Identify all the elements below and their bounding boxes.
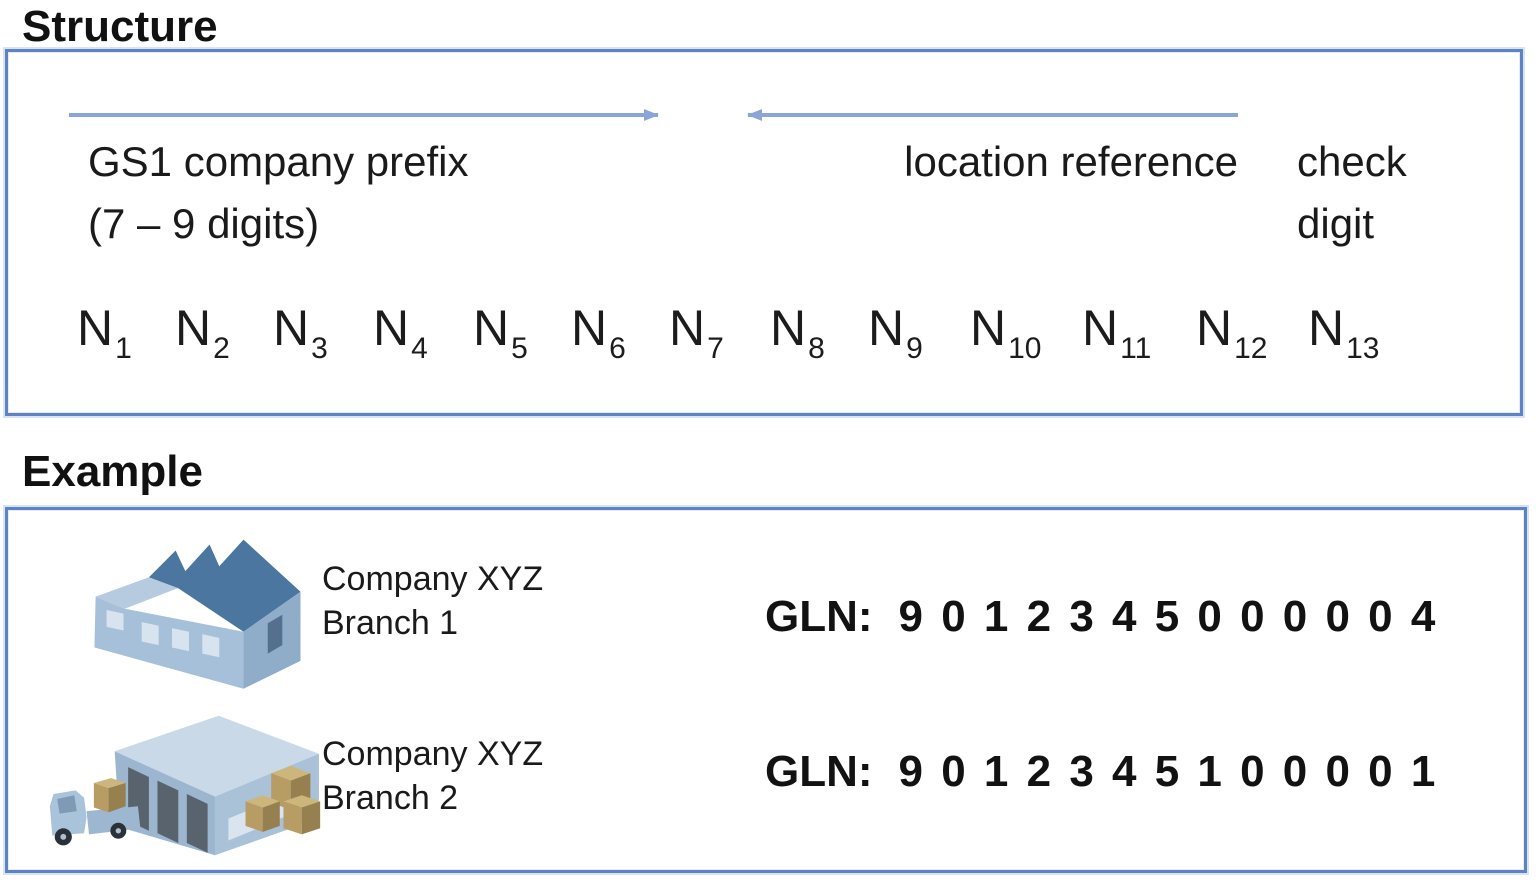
factory-side-window bbox=[267, 614, 283, 654]
check-digit-label: check digit bbox=[1297, 131, 1407, 255]
truck-cargo-box bbox=[93, 778, 126, 813]
digit-position-n13: N13 bbox=[1308, 300, 1380, 365]
company-prefix-label-line2: (7 – 9 digits) bbox=[88, 200, 320, 247]
truck-wheel-hub bbox=[60, 833, 67, 840]
digit-position-n6: N6 bbox=[571, 300, 626, 365]
truck bbox=[49, 778, 141, 846]
check-digit-label-line1: check bbox=[1297, 138, 1407, 185]
gln-row1-digits: 9 0 1 2 3 4 5 0 0 0 0 0 4 bbox=[898, 592, 1439, 641]
location-reference-label: location reference bbox=[904, 138, 1238, 185]
factory-wing-roof bbox=[95, 577, 179, 609]
gln-row1-label: GLN: bbox=[765, 592, 873, 641]
factory-window bbox=[172, 628, 189, 652]
company-prefix-label-line1: GS1 company prefix bbox=[88, 138, 469, 185]
warehouse-door bbox=[186, 794, 208, 853]
gln-row2-digits: 9 0 1 2 3 4 5 1 0 0 0 0 1 bbox=[898, 747, 1439, 796]
digit-position-n7: N7 bbox=[669, 300, 724, 365]
company-prefix-label: GS1 company prefix (7 – 9 digits) bbox=[88, 131, 469, 255]
structure-section-title: Structure bbox=[22, 2, 218, 51]
digit-position-n8: N8 bbox=[770, 300, 825, 365]
truck-window bbox=[57, 795, 77, 814]
warehouse-truck-icon bbox=[35, 706, 335, 870]
factory-window bbox=[141, 622, 159, 646]
factory-window bbox=[202, 634, 220, 658]
digit-position-n2: N2 bbox=[175, 300, 230, 365]
company-row1-branch: Branch 1 bbox=[322, 604, 459, 642]
digit-position-n1: N1 bbox=[77, 300, 132, 365]
gln-row1: GLN: 9 0 1 2 3 4 5 0 0 0 0 0 4 bbox=[765, 592, 1438, 642]
factory-sawtooth-roof bbox=[148, 539, 301, 632]
digit-position-n5: N5 bbox=[473, 300, 528, 365]
factory-front-wall bbox=[94, 596, 244, 689]
company-row2-name: Company XYZ bbox=[322, 735, 544, 773]
gln-row2-label: GLN: bbox=[765, 747, 873, 796]
cargo-box bbox=[283, 795, 321, 835]
segment-arrows bbox=[69, 109, 1238, 121]
factory-icon bbox=[68, 536, 316, 701]
digit-position-n4: N4 bbox=[373, 300, 428, 365]
gln-row2: GLN: 9 0 1 2 3 4 5 1 0 0 0 0 1 bbox=[765, 747, 1438, 797]
digit-position-n9: N9 bbox=[868, 300, 923, 365]
digit-position-n12: N12 bbox=[1196, 300, 1268, 365]
truck-bed bbox=[86, 806, 141, 835]
company-row1-name: Company XYZ bbox=[322, 560, 544, 598]
structure-box bbox=[5, 49, 1523, 416]
cargo-box bbox=[245, 795, 280, 832]
digit-position-n3: N3 bbox=[273, 300, 328, 365]
company-row2-label: Company XYZ Branch 2 bbox=[322, 732, 543, 820]
company-row1-label: Company XYZ Branch 1 bbox=[322, 557, 543, 645]
company-row2-branch: Branch 2 bbox=[322, 779, 459, 817]
digit-position-n11: N11 bbox=[1082, 300, 1152, 365]
warehouse-roof bbox=[114, 715, 319, 797]
factory-window bbox=[106, 609, 124, 631]
truck-wheel-hub bbox=[115, 828, 122, 834]
digit-position-n10: N10 bbox=[970, 300, 1042, 365]
check-digit-label-line2: digit bbox=[1297, 200, 1375, 247]
warehouse-door bbox=[157, 780, 179, 843]
example-section-title: Example bbox=[22, 447, 203, 496]
